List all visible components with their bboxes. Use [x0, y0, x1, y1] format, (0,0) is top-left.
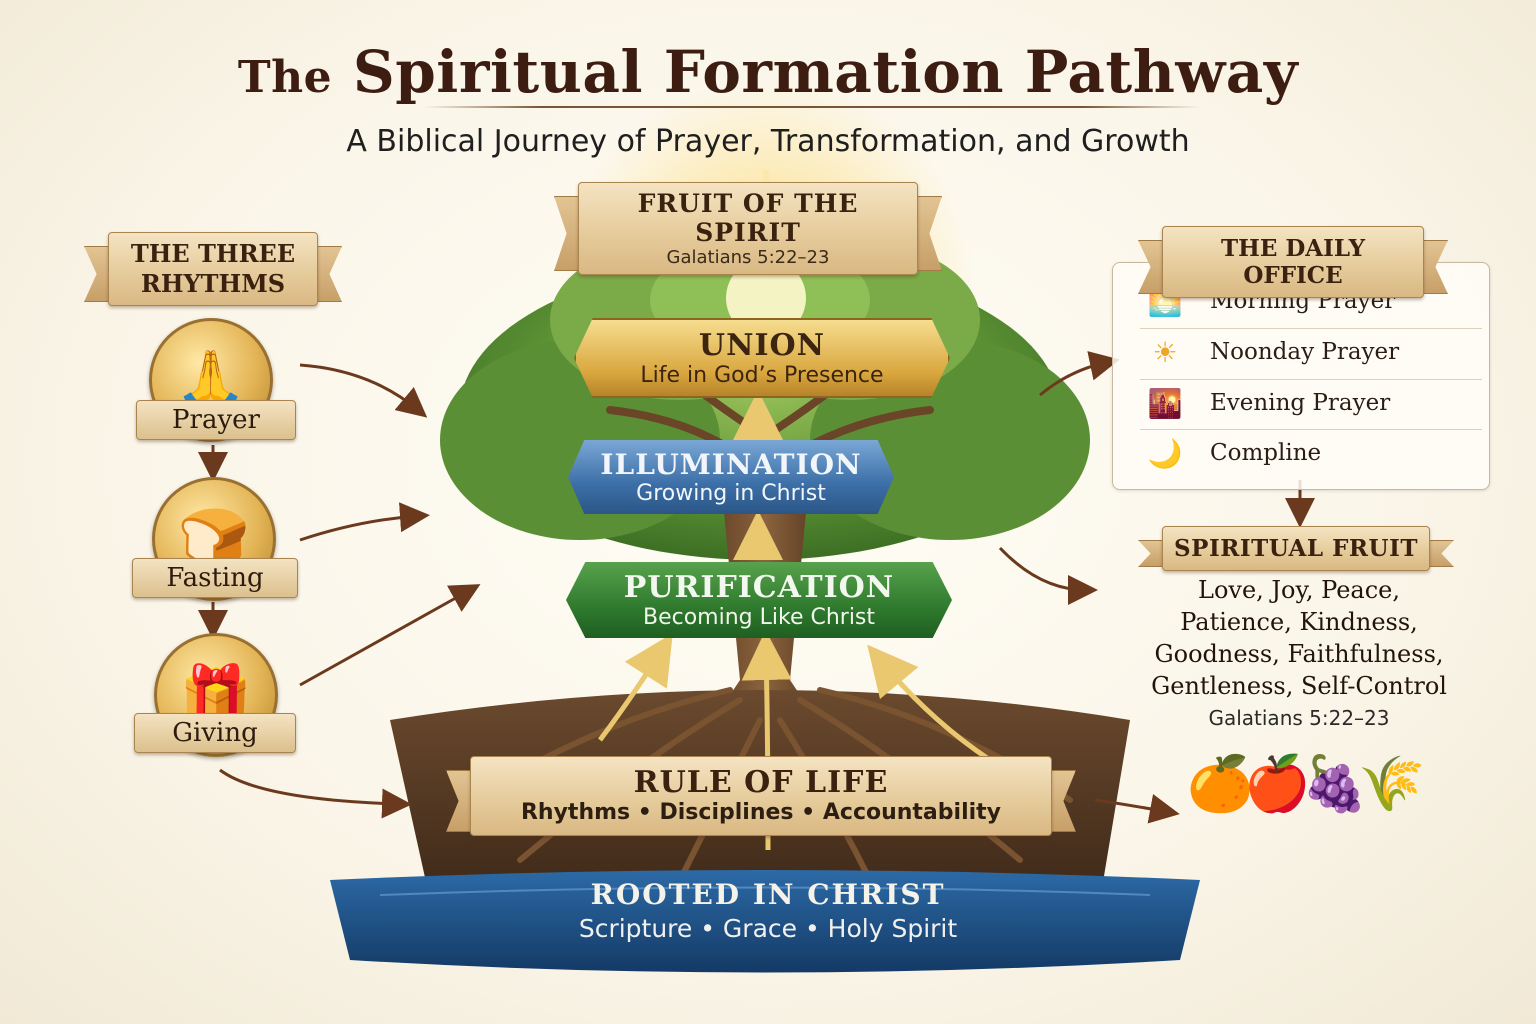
- spiritual-fruit-reference: Galatians 5:22–23: [1208, 706, 1390, 730]
- sunset-icon: 🌇: [1147, 386, 1183, 420]
- moon-icon: 🌙: [1147, 436, 1183, 470]
- rooted-subtitle: Scripture • Grace • Holy Spirit: [578, 914, 958, 943]
- title-prefix: The: [237, 52, 333, 103]
- fruit-line: Gentleness, Self-Control: [1151, 672, 1447, 700]
- daily-office-banner: THE DAILY OFFICE: [1138, 226, 1448, 298]
- stage-purification-subtitle: Becoming Like Christ: [642, 605, 876, 630]
- sun-icon: ☀: [1152, 335, 1178, 369]
- page-title: The Spiritual Formation Pathway: [0, 38, 1536, 106]
- rule-of-life-banner: RULE OF LIFE Rhythms • Disciplines • Acc…: [446, 756, 1076, 836]
- rule-of-life-title: RULE OF LIFE: [633, 765, 889, 800]
- page-subtitle: A Biblical Journey of Prayer, Transforma…: [346, 124, 1190, 159]
- title-divider: [424, 106, 1200, 108]
- spiritual-fruit-list: Love, Joy, Peace, Patience, Kindness, Go…: [1140, 574, 1458, 702]
- stage-illumination-title: ILLUMINATION: [600, 448, 862, 481]
- stage-union: UNION Life in God’s Presence: [574, 318, 950, 398]
- stage-illumination-subtitle: Growing in Christ: [636, 481, 826, 506]
- fruit-line: Patience, Kindness,: [1180, 608, 1418, 636]
- rhythm-giving-label: Giving: [134, 713, 296, 753]
- office-item-label: Noonday Prayer: [1210, 339, 1400, 365]
- spiritual-fruit-banner: SPIRITUAL FRUIT: [1138, 526, 1454, 571]
- rooted-title: ROOTED IN CHRIST: [590, 878, 946, 911]
- stage-union-subtitle: Life in God’s Presence: [640, 363, 884, 388]
- office-item-noonday: ☀ Noonday Prayer: [1140, 327, 1482, 377]
- stage-purification-title: PURIFICATION: [623, 570, 895, 605]
- daily-office-panel: [1112, 262, 1490, 490]
- three-rhythms-title-line2: RHYTHMS: [140, 269, 286, 298]
- water-stream: [330, 870, 1200, 973]
- rhythm-fasting-label: Fasting: [132, 558, 298, 598]
- fruit-of-spirit-reference: Galatians 5:22–23: [666, 247, 830, 268]
- fruit-line: Goodness, Faithfulness,: [1154, 640, 1444, 668]
- office-item-label: Compline: [1210, 440, 1322, 466]
- title-main: Spiritual Formation Pathway: [352, 38, 1299, 106]
- fruit-of-spirit-title: FRUIT OF THE SPIRIT: [637, 189, 859, 247]
- stage-purification: PURIFICATION Becoming Like Christ: [566, 562, 952, 638]
- stage-illumination: ILLUMINATION Growing in Christ: [568, 440, 894, 514]
- three-rhythms-title-line1: THE THREE: [130, 239, 296, 268]
- three-rhythms-banner: THE THREE RHYTHMS: [84, 232, 342, 306]
- office-item-label: Evening Prayer: [1210, 390, 1391, 416]
- rhythm-prayer-label: Prayer: [136, 400, 296, 440]
- rule-of-life-subtitle: Rhythms • Disciplines • Accountability: [520, 800, 1002, 825]
- fruit-line: Love, Joy, Peace,: [1198, 576, 1400, 604]
- fruit-basket-icon: 🍊🍎🍇🌾: [1186, 752, 1426, 815]
- daily-office-title: THE DAILY OFFICE: [1162, 226, 1424, 298]
- stage-union-title: UNION: [698, 328, 826, 363]
- spiritual-fruit-title: SPIRITUAL FRUIT: [1162, 526, 1430, 571]
- office-item-evening: 🌇 Evening Prayer: [1140, 378, 1482, 428]
- fruit-of-spirit-banner: FRUIT OF THE SPIRIT Galatians 5:22–23: [554, 182, 942, 275]
- office-item-compline: 🌙 Compline: [1140, 428, 1482, 478]
